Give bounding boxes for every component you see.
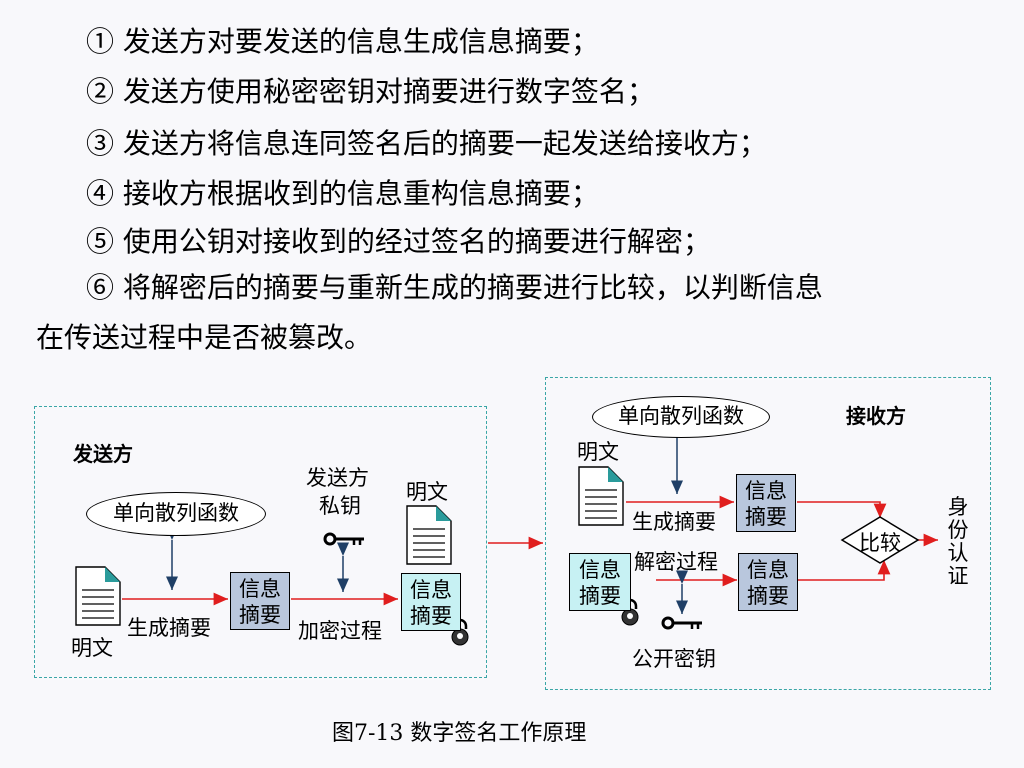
received-digest-box: 信息 摘要: [569, 553, 631, 611]
receiver-plaintext-label: 明文: [577, 440, 619, 464]
document-icon: [406, 505, 452, 565]
arrow-decrypted-to-compare: [797, 560, 891, 581]
receiver-digest-box: 信息 摘要: [736, 474, 796, 532]
digest-line-2: 摘要: [747, 584, 789, 608]
digest-line-1: 信息: [410, 578, 452, 602]
digest-line-2: 摘要: [410, 604, 452, 628]
digest-line-1: 信息: [239, 577, 281, 601]
step-1: ① 发送方对要发送的信息生成信息摘要；: [86, 25, 599, 58]
document-icon: [75, 566, 121, 626]
step-5: ⑤ 使用公钥对接收到的经过签名的摘要进行解密；: [86, 225, 711, 258]
digest-line-2: 摘要: [239, 603, 281, 627]
receiver-title: 接收方: [846, 404, 906, 428]
sender-title: 发送方: [73, 442, 133, 466]
public-key-label: 公开密钥: [632, 647, 716, 671]
sender-generate-digest-label: 生成摘要: [127, 616, 211, 640]
sender-hash-function: 单向散列函数: [86, 492, 266, 536]
decrypted-digest-box: 信息 摘要: [738, 553, 798, 611]
sender-frame: [34, 406, 487, 678]
step-4: ④ 接收方根据收到的信息重构信息摘要；: [86, 177, 599, 210]
digest-line-1: 信息: [745, 479, 787, 503]
sender-digest-box: 信息 摘要: [230, 572, 290, 630]
decrypt-process-label: 解密过程: [634, 550, 718, 574]
sender-plaintext-top-label: 明文: [406, 480, 448, 504]
figure-caption: 图7-13 数字签名工作原理: [332, 721, 587, 746]
encrypt-process-label: 加密过程: [298, 619, 382, 643]
receiver-generate-digest-label: 生成摘要: [632, 510, 716, 534]
private-key-label-line1: 发送方: [306, 466, 369, 490]
compare-label: 比较: [859, 531, 901, 555]
key-icon: [323, 532, 364, 546]
identity-auth-label: 身份认证: [947, 495, 969, 588]
step-6: ⑥ 将解密后的摘要与重新生成的摘要进行比较，以判断信息: [86, 271, 823, 304]
arrow-digest-to-compare: [797, 501, 887, 518]
digest-line-2: 摘要: [745, 505, 787, 529]
document-icon: [578, 466, 624, 526]
digest-line-2: 摘要: [579, 584, 621, 608]
step-6-continuation: 在传送过程中是否被篡改。: [36, 321, 373, 354]
key-icon: [661, 616, 702, 630]
receiver-frame: [545, 377, 991, 690]
private-key-label-line2: 私钥: [319, 494, 361, 518]
digest-line-1: 信息: [579, 558, 621, 582]
digest-line-1: 信息: [747, 558, 789, 582]
compare-diamond: [840, 516, 920, 564]
signed-digest-box: 信息 摘要: [401, 573, 461, 631]
receiver-hash-function: 单向散列函数: [592, 396, 770, 438]
step-3: ③ 发送方将信息连同签名后的摘要一起发送给接收方；: [86, 127, 767, 160]
step-2: ② 发送方使用秘密密钥对摘要进行数字签名；: [86, 75, 655, 108]
sender-plaintext-label: 明文: [71, 636, 113, 660]
